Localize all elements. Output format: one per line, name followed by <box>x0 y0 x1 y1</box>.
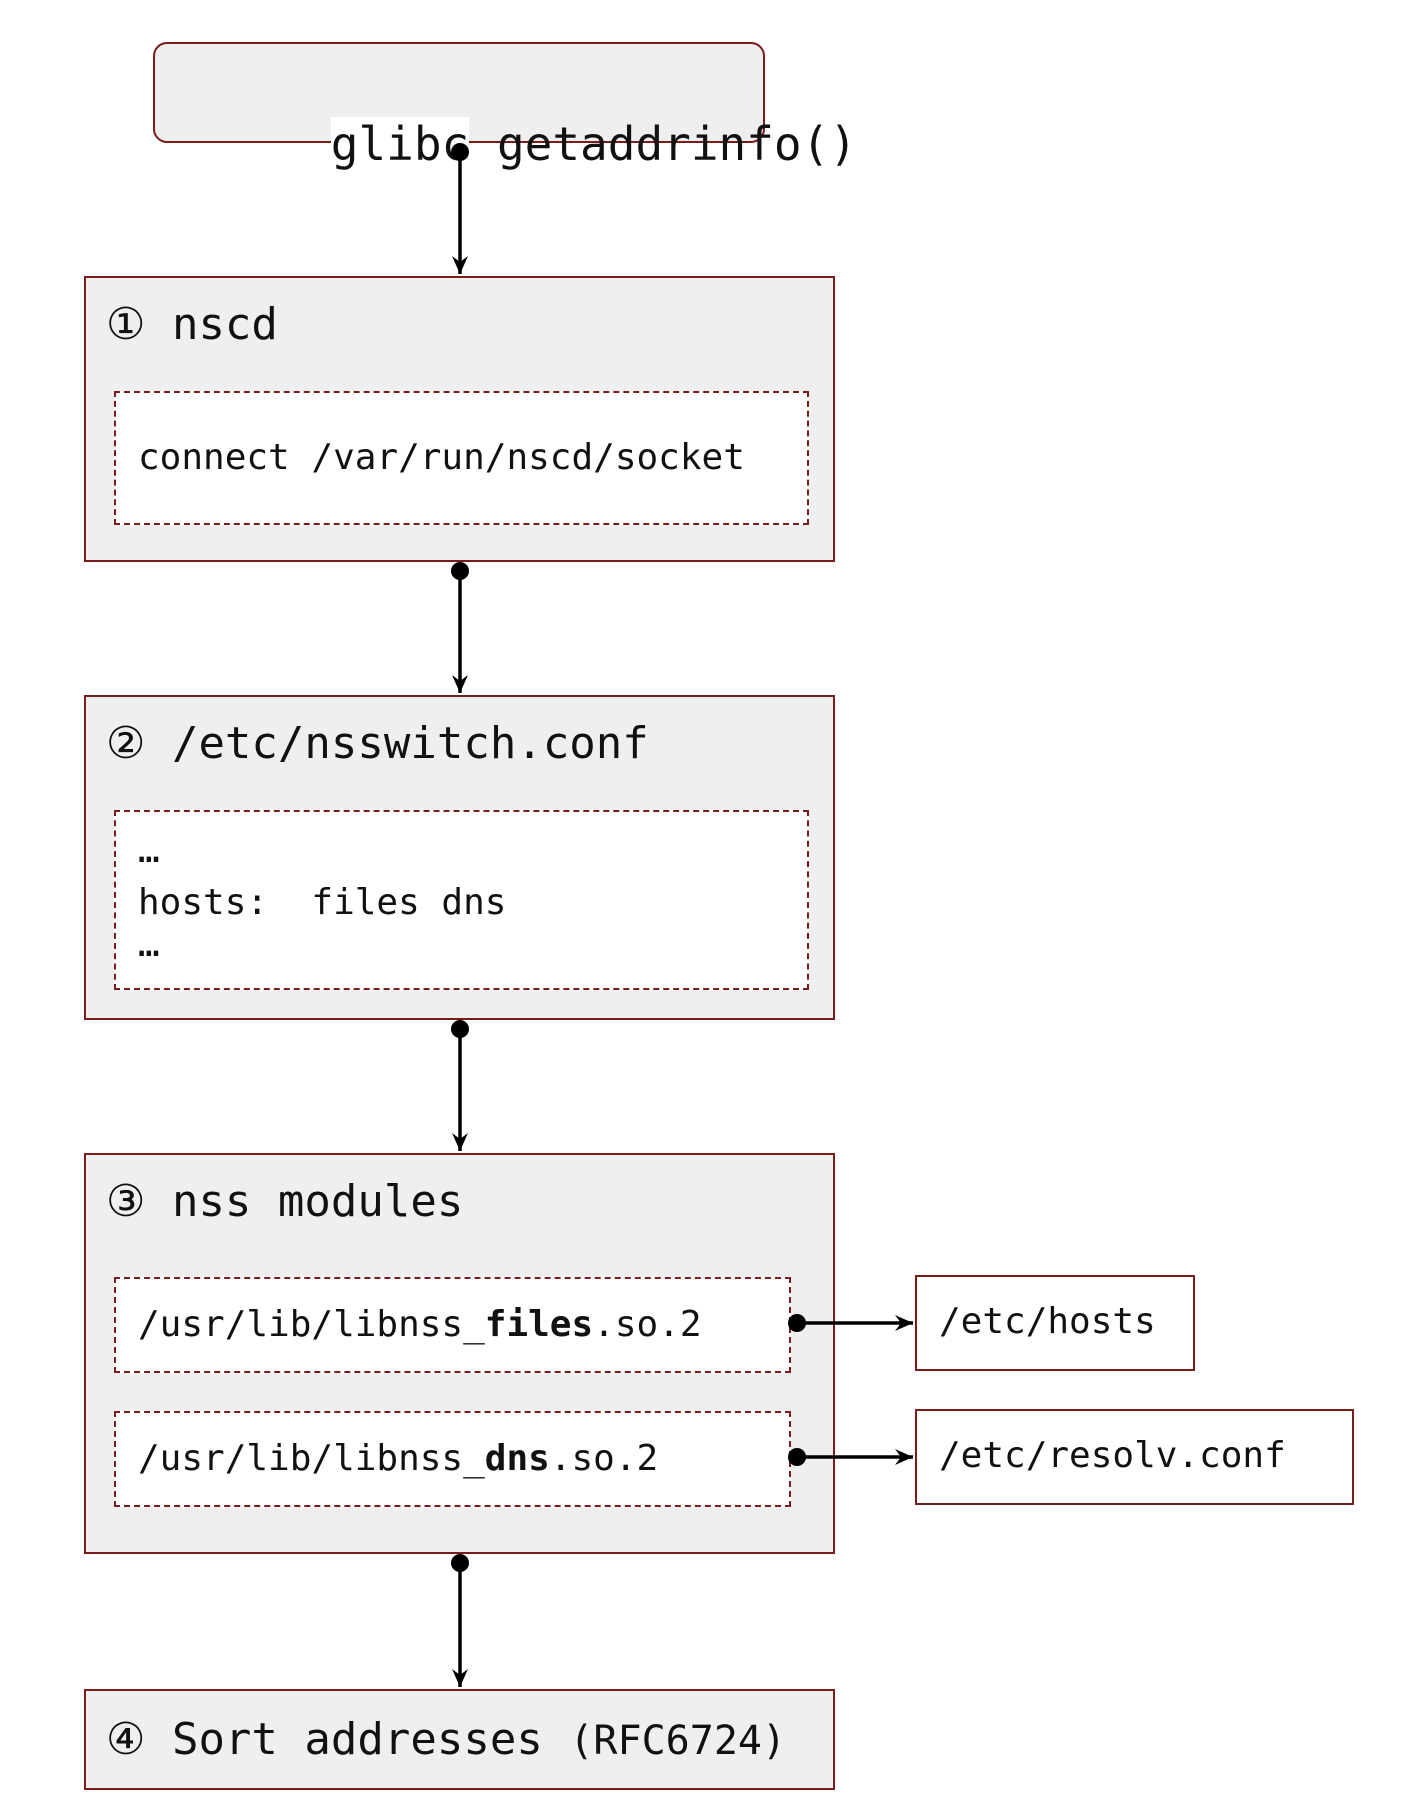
nscd-command-box: connect /var/run/nscd/socket <box>114 391 809 525</box>
getaddrinfo-node: glibc getaddrinfo() <box>153 42 857 171</box>
libnss-files-path: /usr/lib/libnss_files.so.2 <box>138 1304 702 1345</box>
etc-hosts-label: /etc/hosts <box>939 1301 1156 1342</box>
sort-title: ④ Sort addresses (RFC6724) <box>106 1715 786 1766</box>
nsswitch-title-text: /etc/nsswitch.conf <box>171 718 649 769</box>
step-number: ④ <box>106 1714 146 1765</box>
arrow-getaddrinfo-to-nscd <box>451 143 469 274</box>
nscd-stage: ① nscd connect /var/run/nscd/socket <box>84 276 835 562</box>
etc-resolv-conf-label: /etc/resolv.conf <box>939 1435 1286 1476</box>
sort-title-text: Sort addresses <box>171 1714 543 1765</box>
libnss-dns-path: /usr/lib/libnss_dns.so.2 <box>138 1438 659 1479</box>
rfc-note: (RFC6724) <box>569 1718 787 1764</box>
nsswitch-line: … <box>138 830 160 871</box>
nscd-command: connect /var/run/nscd/socket <box>138 437 745 478</box>
libnss-dns-box: /usr/lib/libnss_dns.so.2 <box>114 1411 791 1507</box>
nss-modules-stage: ③ nss modules /usr/lib/libnss_files.so.2… <box>84 1153 835 1554</box>
nsswitch-title: ② /etc/nsswitch.conf <box>106 719 649 769</box>
etc-resolv-conf-node: /etc/resolv.conf <box>915 1409 1354 1505</box>
nsswitch-stage: ② /etc/nsswitch.conf … hosts: files dns … <box>84 695 835 1020</box>
getaddrinfo-label: getaddrinfo() <box>496 117 857 171</box>
sort-stage: ④ Sort addresses (RFC6724) <box>84 1689 835 1790</box>
nsswitch-hosts-line: hosts: files dns <box>138 882 507 923</box>
etc-hosts-node: /etc/hosts <box>915 1275 1195 1371</box>
step-number: ② <box>106 718 146 769</box>
nss-modules-title-text: nss modules <box>171 1176 464 1227</box>
libnss-files-box: /usr/lib/libnss_files.so.2 <box>114 1277 791 1373</box>
nsswitch-content-box: … hosts: files dns … <box>114 810 809 990</box>
glibc-label: glibc <box>330 117 470 171</box>
step-number: ③ <box>106 1176 146 1227</box>
arrow-nss-to-sort <box>451 1554 469 1687</box>
nss-modules-title: ③ nss modules <box>106 1177 463 1227</box>
arrow-dns-to-resolv <box>788 1448 913 1466</box>
nscd-title-text: nscd <box>171 299 278 350</box>
nsswitch-line: … <box>138 924 160 965</box>
arrow-files-to-hosts <box>788 1314 913 1332</box>
step-number: ① <box>106 299 146 350</box>
arrow-nsswitch-to-nss <box>451 1020 469 1151</box>
arrow-nscd-to-nsswitch <box>451 562 469 693</box>
nscd-title: ① nscd <box>106 300 278 350</box>
